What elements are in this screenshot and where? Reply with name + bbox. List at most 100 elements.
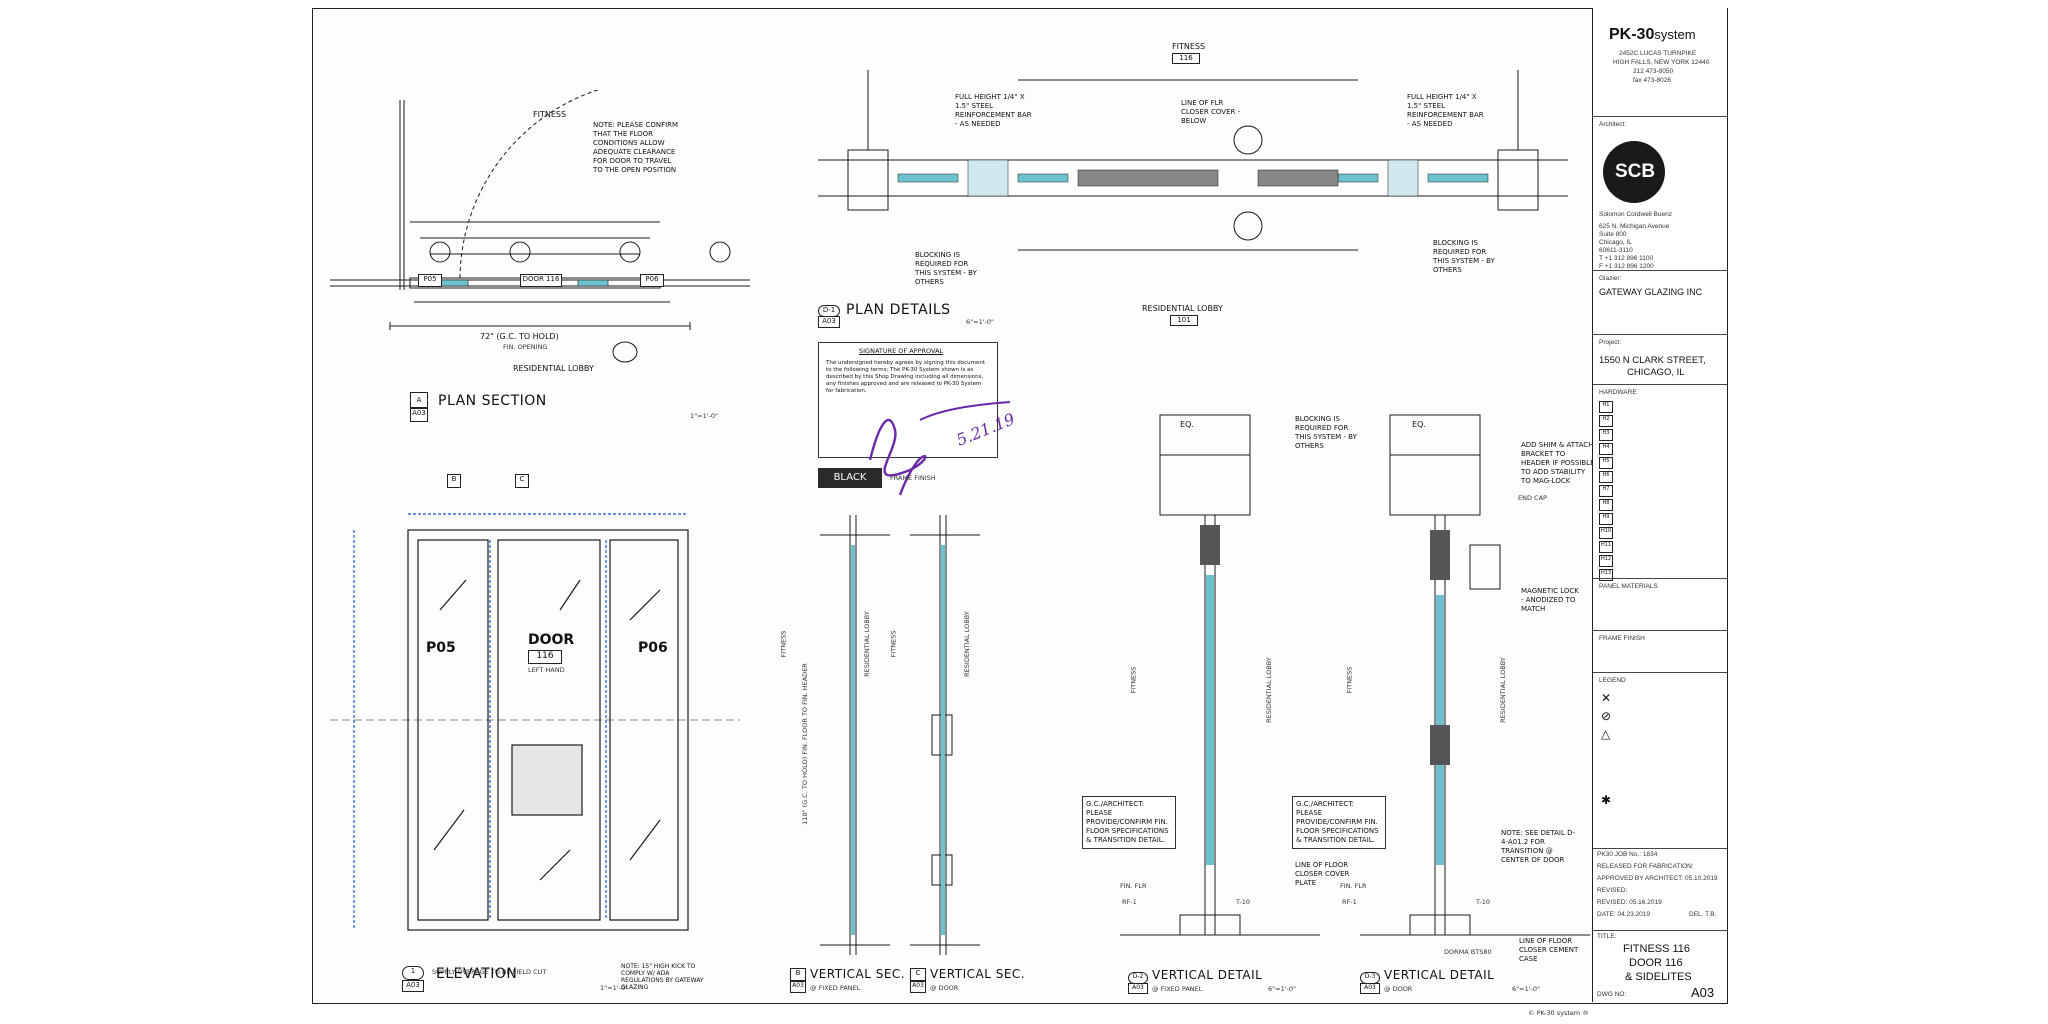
elevation-door-number: 116 <box>528 650 562 664</box>
tb-glazier-section: Glazier: GATEWAY GLAZING INC <box>1593 270 1727 331</box>
arrow-up-icon: △ <box>1601 727 1611 741</box>
tb-brand-suffix: system <box>1654 27 1696 42</box>
vdetail-2-sheet: A03 <box>1360 983 1380 994</box>
tb-released: RELEASED FOR FABRICATION: <box>1597 863 1694 870</box>
close-icon: ✕ <box>1601 691 1612 705</box>
tb-architect-tel: T +1 312 896 1100 <box>1599 255 1654 262</box>
plan-residential-lobby: RESIDENTIAL LOBBY <box>513 364 594 373</box>
tb-project-section: Project: 1550 N CLARK STREET, CHICAGO, I… <box>1593 334 1727 391</box>
plan-details-bar-note-right: FULL HEIGHT 1/4" X 1.5" STEEL REINFORCEM… <box>1407 93 1484 128</box>
plan-details-title: PLAN DETAILS <box>846 302 951 318</box>
finish-chip-black: BLACK <box>818 468 882 488</box>
title-block: PK-30system 2452C LUCAS TURNPIKE HIGH FA… <box>1592 8 1727 1002</box>
tag-p06: P06 <box>640 274 664 287</box>
tb-hardware-row: H9 <box>1599 513 1613 525</box>
tb-job-info: PK30 JOB No.: 1834 RELEASED FOR FABRICAT… <box>1593 848 1727 933</box>
tb-title-3: & SIDELITES <box>1625 971 1692 983</box>
vdetail-see-detail: NOTE: SEE DETAIL D-4-A01.2 FOR TRANSITIO… <box>1501 829 1575 864</box>
vdetail-rf1-2: RF-1 <box>1342 898 1357 906</box>
plan-section-fitness: FITNESS <box>533 110 567 119</box>
vsec-c-sub: @ DOOR <box>930 984 959 992</box>
tb-architect-logo-text: SCB <box>1615 161 1656 182</box>
tb-job-no: PK30 JOB No.: 1834 <box>1597 851 1658 858</box>
vdetail-blocking: BLOCKING IS REQUIRED FOR THIS SYSTEM - B… <box>1295 415 1357 450</box>
vsec-height-dim: 110" (G.C. TO HOLD) FIN. FLOOR TO FIN. H… <box>800 663 809 825</box>
vsec-c-tag: C <box>910 968 926 981</box>
tb-architect-logo <box>1603 141 1665 203</box>
vsec-c-title: VERTICAL SEC. <box>930 967 1026 981</box>
vdetail-rf1-1: RF-1 <box>1122 898 1137 906</box>
plan-details-lobby-no: 101 <box>1170 315 1198 326</box>
tb-hardware-section: HARDWARE H1 H2 H3 H4 H5 H6 H7 H8 H9 H10 … <box>1593 384 1727 581</box>
vdetail-end-cap: END CAP <box>1518 494 1547 502</box>
tb-dwg-label: DWG NO: <box>1597 991 1627 998</box>
tb-revised-label: REVISED: <box>1597 887 1628 894</box>
vdetail-1-sub: @ FIXED PANEL <box>1152 985 1203 993</box>
plan-fin-opening: FIN. OPENING <box>503 343 548 351</box>
plan-floor-note: NOTE: PLEASE CONFIRM THAT THE FLOOR COND… <box>593 121 679 174</box>
elev-tag-c: C <box>515 474 529 488</box>
tb-hardware-row: H11 <box>1599 541 1613 553</box>
tb-brand-address-1: 2452C LUCAS TURNPIKE <box>1619 50 1697 57</box>
tb-approved: APPROVED BY ARCHITECT: 05.10.2019 <box>1597 875 1718 882</box>
vsec-lobby-2: RESIDENTIAL LOBBY <box>962 611 971 677</box>
tb-project-line-2: CHICAGO, IL <box>1627 367 1685 378</box>
vdetail-1-title: VERTICAL DETAIL <box>1152 968 1263 982</box>
tb-architect-addr-2: Suite 800 <box>1599 231 1627 238</box>
vdetail-lobby-2: RESIDENTIAL LOBBY <box>1498 657 1507 723</box>
tb-hardware-row: H5 <box>1599 457 1613 469</box>
star-icon: ✱ <box>1601 793 1612 807</box>
vdetail-gc-note-2: G.C./ARCHITECT: PLEASE PROVIDE/CONFIRM F… <box>1292 796 1386 849</box>
plan-details-fitness: FITNESS <box>1172 42 1206 51</box>
vsec-b-tag: B <box>790 968 806 981</box>
vdetail-gc-note-1: G.C./ARCHITECT: PLEASE PROVIDE/CONFIRM F… <box>1082 796 1176 849</box>
vdetail-closer-plate: LINE OF FLOOR CLOSER COVER PLATE <box>1295 861 1350 887</box>
vdetail-1-scale: 6"=1'-0" <box>1268 985 1296 993</box>
tb-hardware-row: H4 <box>1599 443 1613 455</box>
plan-section-scale: 1"=1'-0" <box>690 412 718 420</box>
tb-hardware-row: H3 <box>1599 429 1613 441</box>
tb-frame-finish: FRAME FINISH <box>1593 630 1727 671</box>
vsec-b-sub: @ FIXED PANEL <box>810 984 861 992</box>
tb-frame-finish-label: FRAME FINISH <box>1599 635 1645 642</box>
plan-section-drawing <box>330 90 750 363</box>
tb-hardware-row: H6 <box>1599 471 1613 483</box>
tb-title-2: DOOR 116 <box>1629 957 1683 969</box>
vdetail-t10-1: T-10 <box>1236 898 1250 906</box>
plan-section-title: PLAN SECTION <box>438 393 547 409</box>
tb-hardware-row: H7 <box>1599 485 1613 497</box>
vdetail-2-scale: 6"=1'-0" <box>1512 985 1540 993</box>
tb-title-section: TITLE: FITNESS 116 DOOR 116 & SIDELITES … <box>1593 930 1727 1003</box>
elevation-drawing <box>330 513 740 931</box>
tb-title-label: TITLE: <box>1597 933 1617 940</box>
finish-chip-note: FRAME FINISH <box>890 474 936 482</box>
plan-details-residential-lobby: RESIDENTIAL LOBBY <box>1142 304 1223 313</box>
plan-details-bar-note-left: FULL HEIGHT 1/4" X 1.5" STEEL REINFORCEM… <box>955 93 1032 128</box>
tb-brand-address-2: HIGH FALLS, NEW YORK 12440 <box>1613 59 1710 66</box>
vdetail-2-title: VERTICAL DETAIL <box>1384 968 1495 982</box>
vsec-b-sheet: A03 <box>790 981 806 993</box>
tb-panel-materials: PANEL MATERIALS <box>1593 578 1727 629</box>
vdetail-2-sub: @ DOOR <box>1384 985 1413 993</box>
tb-hardware-row: H1 <box>1599 401 1613 413</box>
tag-door-116: DOOR 116 <box>520 274 562 287</box>
vertical-sections-drawing <box>820 515 980 955</box>
tb-architect-name: Solomon Cordwell Buenz <box>1599 211 1672 218</box>
tb-legend: LEGEND ✕ ⊘ △ ✱ <box>1593 672 1727 853</box>
vsec-fitness-2: FITNESS <box>889 630 898 658</box>
vsec-b-title: VERTICAL SEC. <box>810 967 906 981</box>
vdetail-eq-2: EQ. <box>1412 420 1426 429</box>
plan-details-blocking-left: BLOCKING IS REQUIRED FOR THIS SYSTEM - B… <box>915 251 977 286</box>
tb-hardware-row: H2 <box>1599 415 1613 427</box>
tb-title-1: FITNESS 116 <box>1623 943 1691 955</box>
vdetail-mag-lock: MAGNETIC LOCK - ANODIZED TO MATCH <box>1521 587 1579 613</box>
elevation-supply-overage: SUPPLY OVERAGE TO BE FIELD CUT <box>432 968 547 976</box>
tb-brand: PK-30system <box>1609 26 1696 44</box>
plan-details-closer-note: LINE OF FLR CLOSER COVER - BELOW <box>1181 99 1241 125</box>
tb-architect-fax: F +1 312 896 1200 <box>1599 263 1654 270</box>
elevation-p05: P05 <box>426 640 456 656</box>
vdetail-fitness-2: FITNESS <box>1345 666 1354 694</box>
tb-hardware-row: H8 <box>1599 499 1613 511</box>
tb-architect-addr-3: Chicago, IL <box>1599 239 1632 246</box>
vertical-details-drawing <box>1120 414 1590 936</box>
